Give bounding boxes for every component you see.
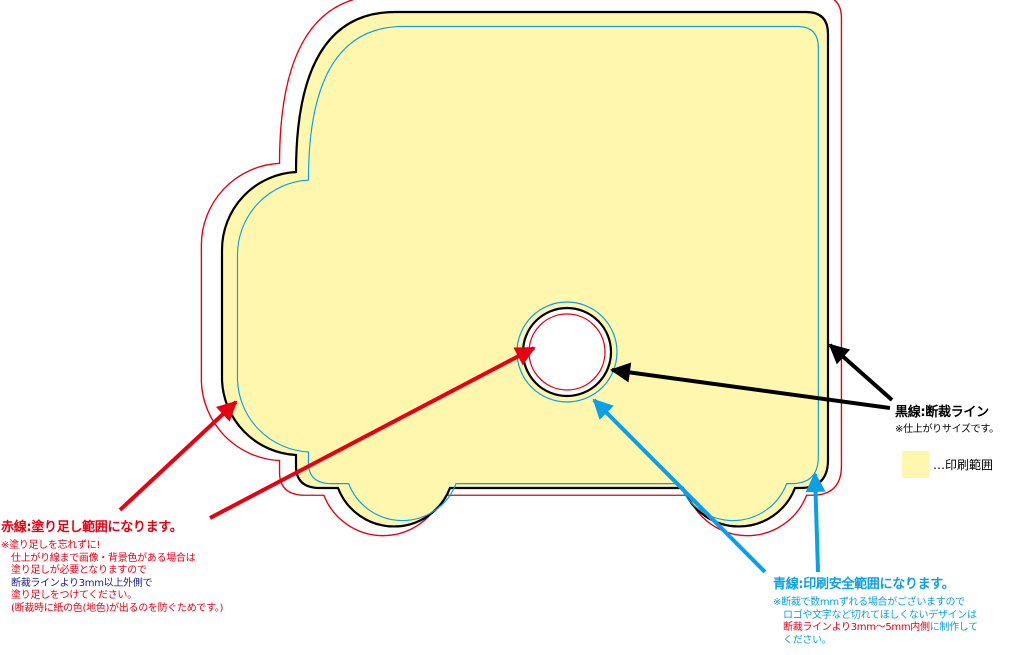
- bleed-title: 赤線:塗り足し範囲になります。: [1, 520, 183, 535]
- bleed-note-line: 仕上がり線まで画像・背景色がある場合は: [11, 552, 196, 564]
- bleed-note-line: 断裁ラインより3mm以上外側で: [11, 577, 153, 589]
- hole-bleed-line: [528, 313, 606, 391]
- bleed-note-line: 塗り足しをつけてください。: [11, 590, 137, 601]
- bleed-note-line: 塗り足しが必要となりますので: [11, 565, 147, 576]
- trim-title: 黒線:断裁ライン: [895, 405, 989, 420]
- print-area-swatch: [902, 451, 929, 478]
- safe-area-note-rest: に制作して: [929, 622, 979, 633]
- blue-arrow-edge: [805, 472, 826, 573]
- black-arrow-hole: [610, 362, 891, 410]
- safe-area-title: 青線:印刷安全範囲になります。: [773, 577, 955, 592]
- safe-area-note-line: 断裁ラインより3mm〜5mm内側に制作して: [773, 622, 978, 635]
- safe-area-note-line: ロゴや文字など切れてほしくないデザインは: [783, 609, 977, 621]
- safe-area-note: ※断裁で数mmずれる場合がございますので ロゴや文字など切れてほしくないデザイン…: [773, 597, 978, 647]
- safe-area-label: 青線:印刷安全範囲になります。 ※断裁で数mmずれる場合がございますので ロゴや…: [773, 577, 978, 647]
- print-area-legend-text: …印刷範囲: [933, 458, 994, 472]
- print-area-legend: …印刷範囲: [902, 451, 993, 478]
- safe-area-note-line: ※断裁で数mmずれる場合がございますので: [773, 597, 965, 608]
- trim-label: 黒線:断裁ライン ※仕上がりサイズです。: [895, 405, 999, 437]
- bleed-note: ※塗り足しを忘れずに! 仕上がり線まで画像・背景色がある場合は 塗り足しが必要と…: [1, 540, 223, 615]
- trim-note: ※仕上がりサイズです。: [895, 424, 999, 435]
- red-arrow-hole: [209, 346, 536, 520]
- safe-area-note-line: ください。: [783, 634, 832, 646]
- bleed-note-line: ※塗り足しを忘れずに!: [1, 540, 101, 551]
- safe-area-highlight: 断裁ラインより3mm〜5mm内側: [783, 622, 930, 633]
- red-arrow-body: [118, 400, 238, 512]
- blue-arrow-hole: [592, 398, 767, 574]
- trim-line: [220, 10, 830, 528]
- bleed-label: 赤線:塗り足し範囲になります。 ※塗り足しを忘れずに! 仕上がり線まで画像・背景…: [1, 520, 223, 615]
- bleed-note-line: (断裁時に紙の色(地色)が出るのを防ぐためです。): [11, 602, 224, 614]
- black-arrow-edge: [828, 343, 894, 402]
